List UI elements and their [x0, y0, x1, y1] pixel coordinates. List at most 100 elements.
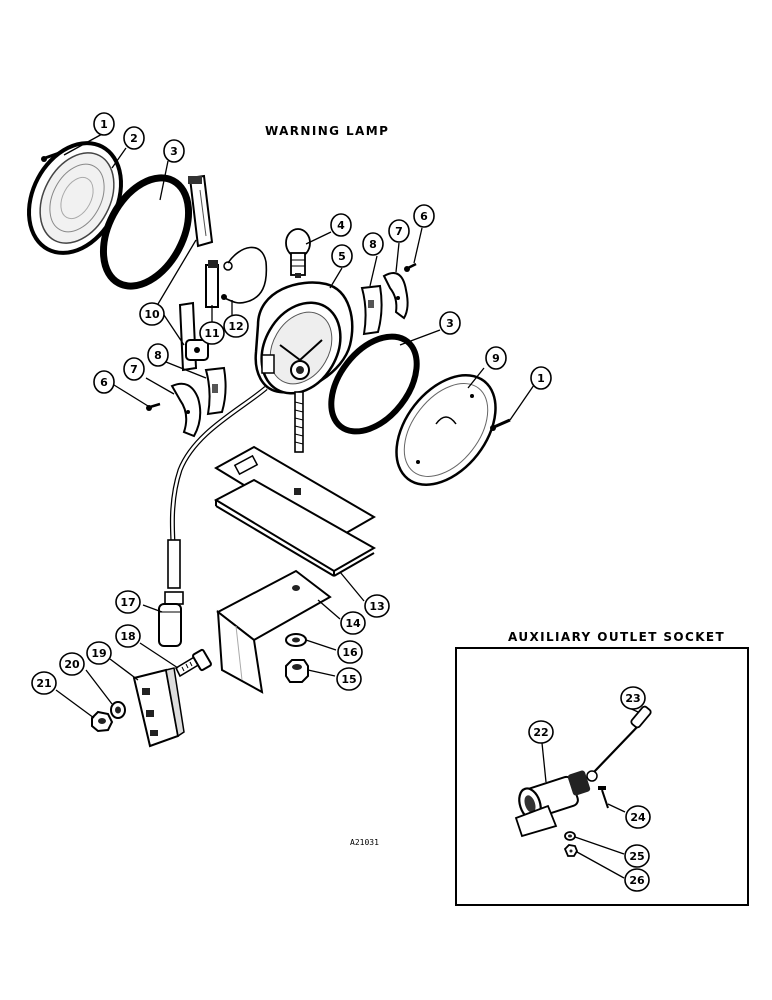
callout-26: 26 [624, 868, 650, 892]
lamp-housing-part-5 [254, 281, 354, 453]
svg-text:13: 13 [369, 600, 384, 613]
retainer-part-7-left [170, 382, 202, 438]
callout-7-top: 7 [388, 219, 410, 243]
screw-part-1-right [490, 418, 511, 431]
screw-part-6-left [146, 402, 161, 411]
callout-19: 19 [86, 641, 112, 665]
callout-bubbles: 1 2 3 10 11 12 4 5 [31, 112, 651, 892]
callout-11: 11 [199, 321, 225, 345]
wire-part-12 [221, 246, 268, 304]
svg-text:6: 6 [420, 210, 428, 223]
svg-text:6: 6 [100, 376, 108, 389]
svg-text:25: 25 [629, 850, 644, 863]
svg-text:21: 21 [36, 677, 51, 690]
svg-text:20: 20 [64, 658, 80, 671]
lens-part-9 [395, 374, 497, 486]
washer-part-20 [110, 701, 126, 719]
callout-10: 10 [139, 302, 165, 326]
warning-lamp-title: WARNING LAMP [265, 124, 389, 138]
clip-part-8-right [360, 284, 383, 336]
washer-part-16 [285, 633, 307, 647]
svg-text:14: 14 [345, 617, 361, 630]
callout-22: 22 [528, 720, 554, 744]
svg-text:12: 12 [228, 320, 243, 333]
svg-text:5: 5 [338, 250, 346, 263]
callout-24: 24 [625, 805, 651, 829]
screw-part-24 [598, 786, 609, 809]
bracket-part-10-lower [178, 301, 209, 372]
callout-21: 21 [31, 671, 57, 695]
svg-text:17: 17 [120, 596, 135, 609]
retainer-part-7-right [382, 272, 409, 320]
svg-text:15: 15 [341, 673, 356, 686]
bulb-part-4 [285, 228, 311, 278]
plug-part-23 [593, 705, 652, 773]
nut-part-21 [91, 710, 114, 733]
callout-5: 5 [331, 244, 353, 268]
auxiliary-outlet-title: AUXILIARY OUTLET SOCKET [508, 630, 725, 644]
svg-text:3: 3 [170, 145, 178, 158]
mounting-plates-part-13 [213, 445, 377, 577]
svg-text:1: 1 [100, 118, 108, 131]
svg-text:16: 16 [342, 646, 358, 659]
callout-8-left: 8 [147, 343, 169, 367]
leader-lines [55, 132, 639, 879]
gasket-part-3-left [99, 174, 193, 290]
svg-text:22: 22 [533, 726, 548, 739]
callout-3-top: 3 [163, 139, 185, 163]
callout-6-top: 6 [413, 204, 435, 228]
clip-part-8-left [204, 366, 227, 416]
nut-part-26 [563, 844, 579, 857]
svg-text:7: 7 [395, 225, 403, 238]
callout-8-top: 8 [362, 232, 384, 256]
svg-text:2: 2 [130, 132, 138, 145]
callout-23: 23 [620, 686, 646, 710]
callout-12: 12 [223, 314, 249, 338]
socket-bracket-part-19 [132, 667, 185, 748]
callout-9: 9 [485, 346, 507, 370]
callout-15: 15 [336, 667, 362, 691]
outlet-socket-part-22 [514, 770, 598, 838]
callout-4: 4 [330, 213, 352, 237]
svg-text:24: 24 [630, 811, 646, 824]
auxiliary-outlet-frame [455, 647, 749, 906]
callout-18: 18 [115, 624, 141, 648]
svg-text:10: 10 [144, 308, 160, 321]
connector-part-17 [158, 591, 184, 647]
lamp-cable [167, 386, 268, 589]
svg-text:4: 4 [337, 219, 345, 232]
svg-text:8: 8 [154, 349, 162, 362]
svg-text:8: 8 [369, 238, 377, 251]
gasket-part-3-right [328, 333, 420, 435]
nut-part-15 [285, 659, 309, 683]
callout-3-right: 3 [439, 311, 461, 335]
callout-1-right: 1 [530, 366, 552, 390]
bracket-part-10-upper [188, 174, 214, 248]
callout-17: 17 [115, 590, 141, 614]
svg-text:11: 11 [204, 327, 219, 340]
svg-text:7: 7 [130, 363, 138, 376]
svg-text:19: 19 [91, 647, 106, 660]
callout-14: 14 [340, 611, 366, 635]
callout-16: 16 [337, 640, 363, 664]
callout-7-left: 7 [123, 357, 145, 381]
reference-code: A21031 [350, 838, 379, 847]
callout-20: 20 [59, 652, 85, 676]
screw-part-6-right [404, 262, 417, 272]
callout-25: 25 [624, 844, 650, 868]
svg-text:1: 1 [537, 372, 545, 385]
callout-2: 2 [123, 126, 145, 150]
svg-text:23: 23 [625, 692, 640, 705]
lens-part-2 [26, 141, 124, 255]
callout-1-top: 1 [93, 112, 115, 136]
bolt-part-18 [174, 648, 212, 678]
svg-text:3: 3 [446, 317, 454, 330]
svg-text:18: 18 [120, 630, 135, 643]
svg-text:9: 9 [492, 352, 500, 365]
svg-text:26: 26 [629, 874, 645, 887]
angle-bracket-part-14 [216, 569, 332, 694]
callout-6-left: 6 [93, 370, 115, 394]
washer-part-25 [564, 831, 576, 841]
callout-13: 13 [364, 594, 390, 618]
